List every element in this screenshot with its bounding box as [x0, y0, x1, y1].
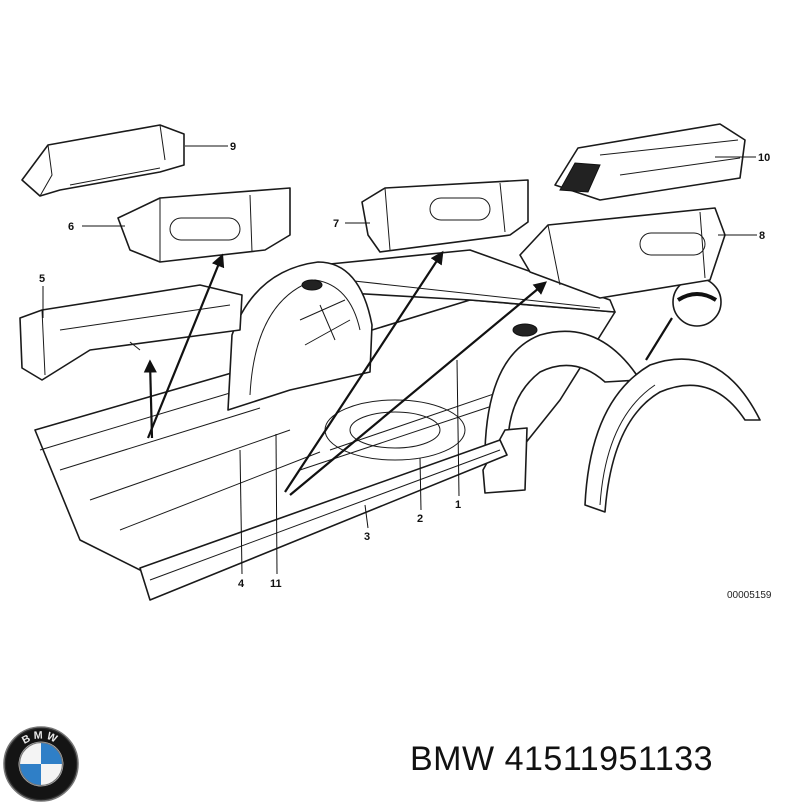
diagram-reference-number: 00005159: [727, 590, 772, 601]
callout-9: 9: [230, 141, 236, 153]
part-8-crossmember: [519, 207, 726, 299]
callout-2: 2: [417, 513, 423, 525]
logo-lettering: BMW: [20, 729, 59, 746]
svg-text:BMW: BMW: [20, 729, 62, 746]
callout-3: 3: [364, 531, 370, 543]
callout-10: 10: [758, 152, 770, 164]
side-bracket: [482, 427, 528, 494]
leader-lines: [42, 145, 757, 575]
seal-strip-detail: [645, 277, 722, 361]
part-9-cover: [21, 124, 185, 197]
callout-7: 7: [333, 218, 339, 230]
wheel-arch-right: [484, 323, 641, 451]
callout-labels: 9 6 7 10 8 5 1 2 3 4 11: [39, 141, 770, 590]
wheel-arch-left: [227, 261, 373, 411]
assembly-arrows: [143, 250, 548, 496]
callout-8: 8: [759, 230, 765, 242]
sill-panel: [139, 439, 508, 601]
callout-1: 1: [455, 499, 461, 511]
part-6-crossmember: [117, 187, 291, 263]
callout-6: 6: [68, 221, 74, 233]
part-7-crossmember: [361, 179, 529, 253]
brand-name: BMW: [410, 740, 495, 778]
part-10-support: [554, 123, 746, 201]
part-5-crossmember: [19, 284, 243, 381]
bmw-roundel-icon: BMW: [3, 726, 79, 802]
part-number: 41511951133: [504, 740, 714, 778]
callout-4: 4: [238, 578, 245, 590]
outer-wheel-arch-panel: [584, 358, 761, 513]
callout-5: 5: [39, 273, 45, 285]
callout-11: 11: [270, 578, 282, 590]
